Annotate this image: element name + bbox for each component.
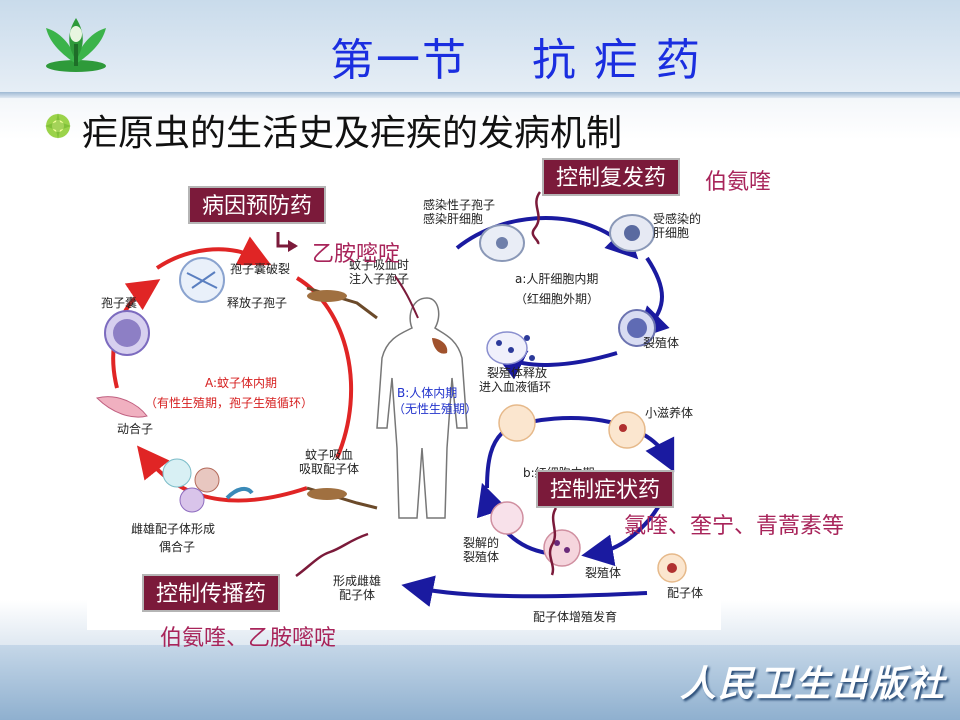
- rbc-cycle-arrow-inner: [485, 431, 504, 489]
- label-phase-a-mosquito-note: （有性生殖期，孢子生殖循环）: [145, 396, 314, 410]
- label-merozoite-release: 裂殖体释放: [487, 366, 548, 380]
- infected-liver-cell: [609, 214, 655, 252]
- drug-transmission-control: 伯氨喹、乙胺嘧啶: [160, 626, 337, 651]
- label-ookinete: 动合子: [117, 422, 154, 436]
- label-small-trophozoite: 小滋养体: [645, 406, 694, 420]
- mosquito-bottom-figure: [306, 486, 378, 510]
- liver-figure: [432, 338, 448, 354]
- label-gametocyte: 配子体: [667, 586, 704, 600]
- mosquito-cycle-arrow-top: [155, 236, 272, 270]
- gametocyte-cell: [657, 553, 687, 583]
- malaria-lifecycle-diagram: 孢子囊破裂 释放子孢子 孢子囊 蚊子吸血时 注入子孢子 感染性子孢子 感染肝细胞…: [87, 188, 721, 630]
- rbc-schizont-cell: [543, 529, 581, 567]
- merozoite-release-cell: [486, 331, 535, 365]
- header-divider: [0, 92, 960, 98]
- rbc-small-trophozoite-2: [608, 411, 646, 449]
- callout-relapse-control: 控制复发药: [542, 158, 681, 196]
- footer-band: [0, 645, 960, 720]
- label-enter-blood: 进入血液循环: [479, 380, 552, 394]
- mosquito-cycle-arrow-bottom: [136, 445, 308, 503]
- label-infect-liver: 感染肝细胞: [423, 212, 484, 226]
- oocyst-cell: [104, 310, 150, 356]
- label-mosquito-inject: 蚊子吸血时: [349, 258, 410, 272]
- label-release-sporozoite: 释放子孢子: [227, 296, 288, 310]
- header-band: [0, 0, 960, 92]
- rupture-cell: [179, 257, 225, 303]
- label-schizont-2: 裂殖体: [585, 566, 622, 580]
- drug-relapse-control: 伯氨喹: [705, 170, 772, 195]
- publisher-name: 人民卫生出版社: [680, 663, 947, 705]
- rbc-cycle-arrow-left: [476, 482, 548, 555]
- label-oocyst: 孢子囊: [101, 296, 138, 310]
- label-phase-b-note: （无性生殖期）: [393, 402, 478, 416]
- label-infective-sporozoite: 感染性子孢子: [423, 198, 496, 212]
- ruptured-schizont-cell: [490, 501, 524, 535]
- label-ruptured: 裂解的: [463, 536, 500, 550]
- label-gametocyte-dev: 配子体增殖发育: [533, 610, 618, 624]
- label-gamete-form: 雌雄配子体形成: [131, 522, 216, 536]
- liver-schizont-cell: [618, 309, 656, 347]
- label-phase-a-note: （红细胞外期）: [515, 292, 600, 306]
- gametocyte-arrow-bottom: [401, 575, 648, 607]
- label-liver-cell: 肝细胞: [653, 226, 690, 240]
- label-suck-gametocyte: 吸取配子体: [299, 462, 360, 476]
- bullet-star-icon: [45, 113, 71, 139]
- label-phase-a-mosquito: A:蚊子体内期: [205, 376, 278, 390]
- label-ruptured-schizont: 裂殖体: [463, 550, 500, 564]
- ookinete-figure: [96, 396, 148, 418]
- liver-infection-cell: [479, 224, 525, 262]
- label-phase-a-human: a:人肝细胞内期: [515, 272, 599, 286]
- label-zygote: 偶合子: [159, 540, 196, 554]
- label-phase-b-human: B:人体内期: [397, 386, 458, 400]
- drug-symptom-control: 氯喹、奎宁、青蒿素等: [624, 514, 845, 539]
- publisher-logo-icon: [46, 18, 106, 72]
- callout-cause-prevention: 病因预防药: [188, 186, 327, 224]
- label-schizont: 裂殖体: [643, 336, 680, 350]
- callout-symptom-control: 控制症状药: [536, 470, 675, 508]
- lifecycle-svg: [96, 214, 687, 607]
- rbc-small-trophozoite-1: [498, 404, 536, 442]
- drug-cause-prevention: 乙胺嘧啶: [312, 242, 401, 267]
- label-gametocyte-2: 配子体: [339, 588, 376, 602]
- slide-title: 第一节 抗 疟 药: [330, 35, 702, 86]
- label-sporozoite-rupture: 孢子囊破裂: [230, 262, 291, 276]
- male-female-gametocyte-cells: [162, 458, 254, 513]
- label-mosquito-suck: 蚊子吸血: [305, 448, 354, 462]
- callout-transmission-control: 控制传播药: [142, 574, 281, 612]
- slide-subtitle: 疟原虫的生活史及疟疾的发病机制: [82, 113, 623, 154]
- mosquito-top-figure: [306, 286, 378, 320]
- label-inject-sporozoite: 注入子孢子: [349, 272, 410, 286]
- label-infected-liver: 受感染的: [653, 212, 702, 226]
- label-form-gametocyte: 形成雌雄: [333, 574, 382, 588]
